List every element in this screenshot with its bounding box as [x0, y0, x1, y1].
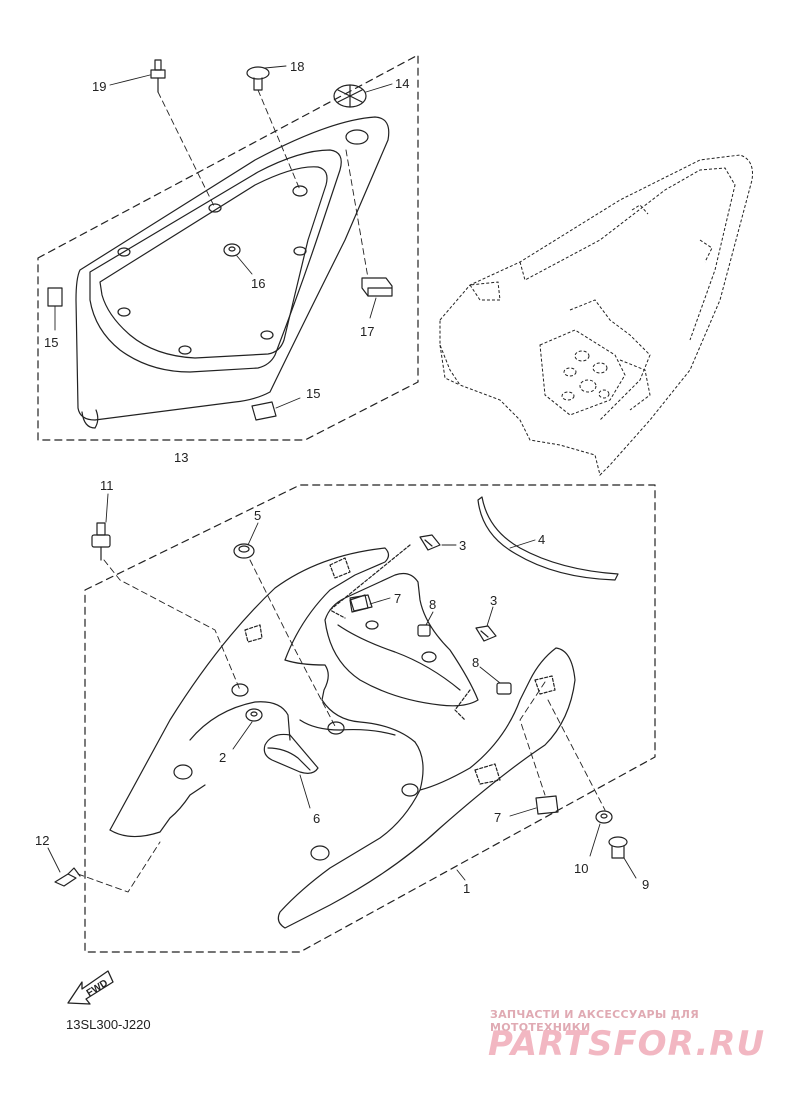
callout-8-lower: 8: [472, 655, 479, 670]
clip-nut-3-mid: [475, 625, 497, 642]
nut-17: [361, 277, 393, 297]
callout-10: 10: [574, 861, 588, 876]
callout-15-right: 15: [306, 386, 320, 401]
rivet-12: [54, 867, 81, 887]
callout-15-left: 15: [44, 335, 58, 350]
callout-14: 14: [395, 76, 409, 91]
side-cover-part: [109, 547, 576, 929]
fwd-arrow-icon: FWD: [67, 970, 114, 1005]
clip-nut-3-top: [419, 534, 441, 551]
inner-panel: [324, 544, 479, 721]
callout-7-lower: 7: [494, 810, 501, 825]
inner-cover-part: [75, 116, 390, 429]
damper-7-lower: [535, 795, 559, 815]
upper-assembly-frame: [37, 54, 419, 441]
callout-1: 1: [463, 881, 470, 896]
stripe-4: [477, 496, 619, 581]
grommet-14: [333, 84, 367, 108]
callout-3-top: 3: [459, 538, 466, 553]
frame-sketch: [439, 154, 753, 476]
callout-16: 16: [251, 276, 265, 291]
callout-7-upper: 7: [394, 591, 401, 606]
callout-2: 2: [219, 750, 226, 765]
callout-9: 9: [642, 877, 649, 892]
collar-2: [245, 708, 263, 722]
bolt-11: [91, 522, 111, 561]
bolt-19: [150, 59, 166, 93]
protector-6: [263, 733, 319, 774]
callout-labels: 1 2 3 3 4 5 6 7 7 8 8 9 10 11 12 13 14 1…: [35, 59, 649, 896]
callout-12: 12: [35, 833, 49, 848]
lower-assembly-frame: [84, 484, 656, 953]
callout-4: 4: [538, 532, 545, 547]
callout-13: 13: [174, 450, 188, 465]
watermark-brand: PARTSFOR.RU: [488, 1024, 766, 1064]
grommet-16: [223, 243, 241, 257]
screw-18: [246, 66, 270, 91]
callout-8-upper: 8: [429, 597, 436, 612]
rubber-8-lower: [496, 682, 512, 695]
diagram-code: 13SL300-J220: [66, 1017, 151, 1032]
callout-3-mid: 3: [490, 593, 497, 608]
callout-19: 19: [92, 79, 106, 94]
damper-15-left: [47, 287, 63, 307]
damper-7-upper: [349, 594, 373, 612]
watermark-tagline: ЗАПЧАСТИ И АКСЕССУАРЫ ДЛЯ МОТОТЕХНИКИ: [490, 1008, 700, 1034]
callout-17: 17: [360, 324, 374, 339]
callout-11: 11: [100, 478, 114, 493]
callout-18: 18: [290, 59, 304, 74]
callout-6: 6: [313, 811, 320, 826]
collar-10: [595, 810, 613, 824]
rubber-8-upper: [417, 624, 431, 637]
damper-15-right: [251, 401, 277, 421]
screw-9: [608, 836, 628, 859]
grommet-5: [233, 543, 255, 559]
callout-5: 5: [254, 508, 261, 523]
